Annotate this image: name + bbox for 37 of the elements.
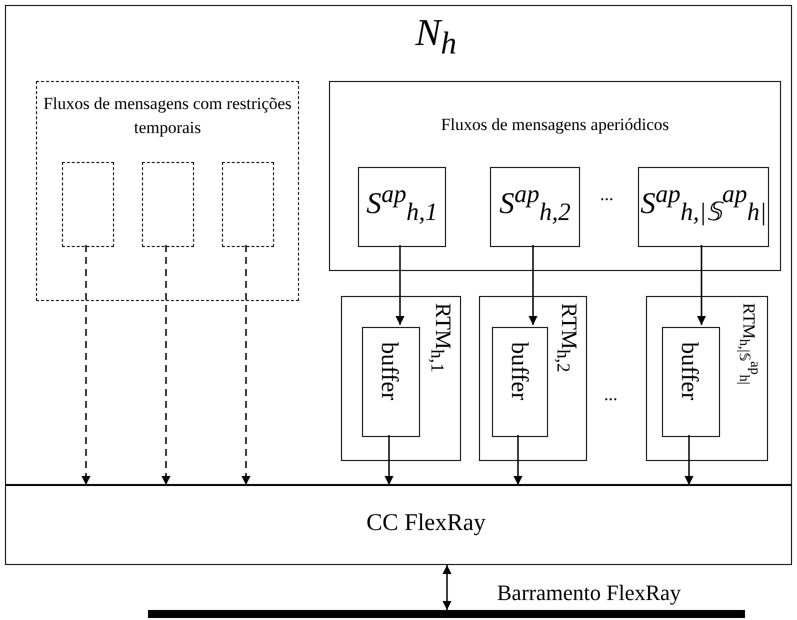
arrow — [514, 435, 522, 485]
process-box — [358, 167, 446, 247]
buffer-box — [362, 327, 420, 437]
arrow — [82, 245, 90, 485]
process-box — [490, 167, 580, 247]
ellipsis: ... — [604, 385, 618, 403]
ellipsis: ... — [600, 185, 614, 203]
arrow — [697, 245, 706, 325]
arrow — [684, 435, 694, 485]
buffer-label: buffer — [675, 342, 702, 400]
arrow — [396, 245, 404, 325]
group-box — [36, 81, 299, 301]
node-title: N$_{h}$ — [414, 11, 458, 62]
arrow — [384, 435, 394, 485]
buffer-box — [662, 327, 720, 437]
group-title: Fluxos de mensagens aperiódicos — [440, 115, 670, 135]
node-box — [5, 5, 792, 485]
buffer-label: buffer — [505, 342, 532, 400]
module-box — [341, 296, 461, 461]
buffer-box — [492, 327, 548, 437]
bus-label: Barramento FlexRay — [497, 582, 681, 604]
module-box — [646, 296, 768, 461]
arrow — [162, 245, 170, 485]
controller-label: CC FlexRay — [365, 510, 487, 537]
buffer-label: buffer — [375, 342, 402, 400]
arrow — [242, 245, 250, 485]
group-title: Fluxos de mensagens com restrições temporais — [42, 93, 293, 139]
group-box — [329, 81, 781, 271]
empty-box — [62, 162, 114, 247]
bus-bar — [148, 610, 745, 618]
controller-box — [5, 485, 792, 565]
empty-box — [142, 162, 194, 247]
process-box — [638, 167, 769, 247]
arrow — [528, 245, 538, 325]
module-box — [479, 296, 587, 461]
empty-box — [222, 162, 274, 247]
arrow — [442, 565, 452, 610]
